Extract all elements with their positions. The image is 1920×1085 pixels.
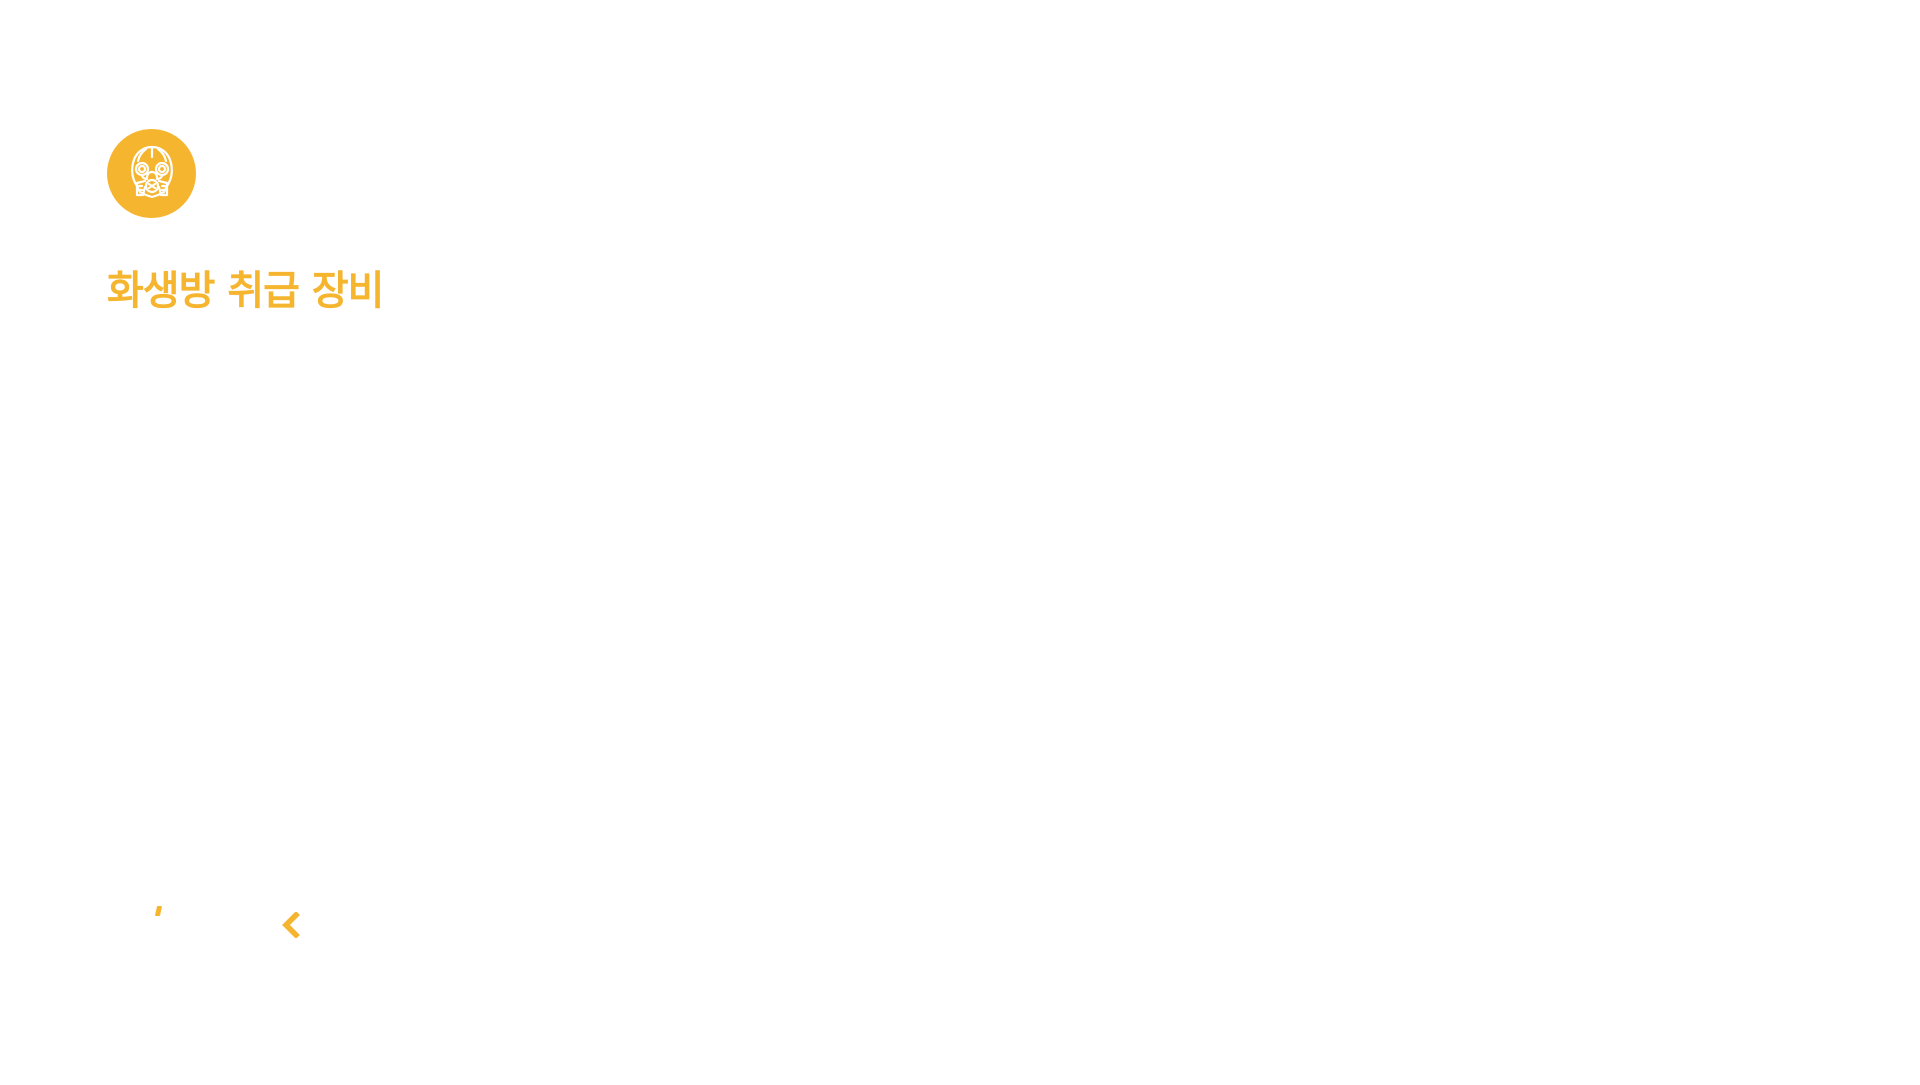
navigation-controls	[150, 900, 310, 950]
category-icon-badge	[107, 129, 196, 218]
gas-mask-icon	[130, 145, 173, 198]
navigation-indicator-mark	[154, 906, 163, 916]
category-title: 화생방 취급 장비	[107, 267, 384, 314]
previous-button[interactable]	[276, 910, 306, 940]
category-header: 화생방 취급 장비	[107, 129, 384, 311]
chevron-left-icon	[282, 912, 300, 938]
